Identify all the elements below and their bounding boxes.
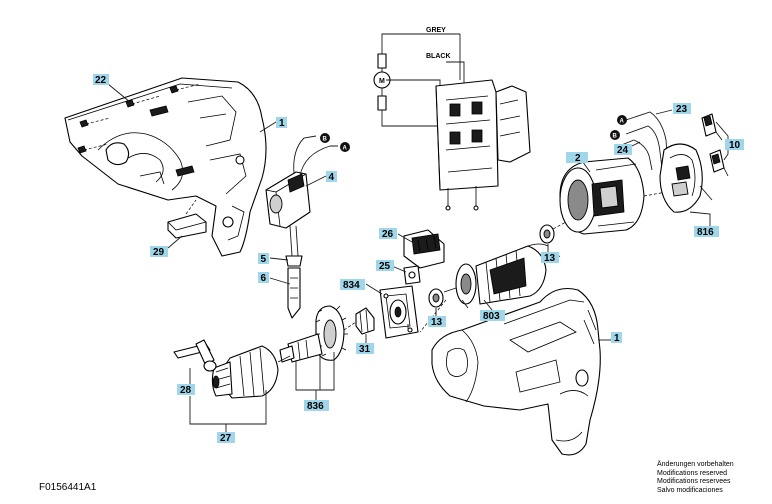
connector-a-upper: A xyxy=(340,142,350,152)
part-tag-13-top: 13 xyxy=(541,252,559,264)
svg-text:836: 836 xyxy=(307,401,324,412)
note-spanish: Salvo modificaciones xyxy=(657,486,723,494)
part-tag-10: 10 xyxy=(725,139,744,151)
svg-text:31: 31 xyxy=(359,344,371,355)
note-french: Modifications reservees xyxy=(657,478,731,486)
part-tag-1-housing-complete: 1 xyxy=(611,332,622,344)
svg-text:2: 2 xyxy=(575,153,581,164)
connector-b-upper: B xyxy=(320,133,330,143)
part-tag-2: 2 xyxy=(566,152,588,164)
svg-text:29: 29 xyxy=(153,247,165,258)
svg-text:A: A xyxy=(620,119,625,125)
connector-b-right: B xyxy=(610,130,620,140)
part-tag-836: 836 xyxy=(304,400,329,412)
chuck-key-drawing xyxy=(173,339,217,372)
housing-half-drawing xyxy=(64,77,267,257)
svg-text:13: 13 xyxy=(544,253,556,264)
svg-text:1: 1 xyxy=(614,333,620,344)
part-tag-25: 25 xyxy=(376,260,394,272)
svg-text:28: 28 xyxy=(180,385,192,396)
svg-text:B: B xyxy=(613,134,618,140)
svg-text:26: 26 xyxy=(382,229,394,240)
power-cord-drawing xyxy=(285,225,303,319)
wire-label-grey: GREY xyxy=(426,27,446,34)
part-tag-22: 22 xyxy=(93,74,109,86)
svg-text:834: 834 xyxy=(343,280,360,291)
pinion-drawing xyxy=(355,307,375,335)
housing-screws-drawing xyxy=(77,83,201,154)
svg-text:5: 5 xyxy=(261,254,267,265)
connector-a-right: A xyxy=(617,115,627,125)
part-tag-31: 31 xyxy=(356,343,374,355)
part-tag-5: 5 xyxy=(258,253,269,265)
gear-assembly-drawing xyxy=(279,305,357,363)
armature-drawing xyxy=(419,243,561,333)
svg-text:22: 22 xyxy=(95,75,107,86)
chuck-drawing xyxy=(211,345,291,399)
part-tag-4: 4 xyxy=(326,171,337,183)
bearing-top-drawing xyxy=(539,224,555,244)
svg-text:4: 4 xyxy=(329,172,335,183)
baffle-plate-drawing xyxy=(403,265,421,285)
drill-housing-drawing xyxy=(431,287,601,456)
part-tag-1-housing-half: 1 xyxy=(276,117,287,129)
svg-text:803: 803 xyxy=(483,311,500,322)
svg-text:10: 10 xyxy=(729,140,741,151)
part-tag-23: 23 xyxy=(673,103,691,115)
part-tag-834: 834 xyxy=(340,279,365,291)
note-english: Modifications reserved xyxy=(657,469,728,477)
wiring-schematic xyxy=(373,33,531,211)
switch-drawing xyxy=(265,135,338,229)
part-tag-27: 27 xyxy=(217,432,235,444)
note-german: Änderungen vorbehalten xyxy=(657,461,734,468)
bearing-lower-drawing xyxy=(428,288,444,308)
svg-text:1: 1 xyxy=(279,118,285,129)
part-tag-803: 803 xyxy=(480,310,505,322)
svg-text:A: A xyxy=(343,146,348,152)
brush-holder-drawing xyxy=(659,143,713,213)
part-tag-6: 6 xyxy=(258,272,269,284)
svg-text:24: 24 xyxy=(617,145,629,156)
switch-lever-drawing xyxy=(167,199,207,239)
svg-text:816: 816 xyxy=(697,227,714,238)
part-tag-29: 29 xyxy=(150,246,168,258)
modification-notes: Änderungen vorbehalten Modifications res… xyxy=(657,461,734,495)
part-tag-28: 28 xyxy=(177,384,195,396)
carbon-brushes-drawing xyxy=(701,113,729,177)
svg-text:27: 27 xyxy=(220,433,232,444)
part-tag-24: 24 xyxy=(614,144,632,156)
leader-lines xyxy=(107,83,729,432)
bearing-plate-drawing xyxy=(379,285,419,339)
motor-symbol-label: M xyxy=(379,78,385,85)
field-leads-drawing xyxy=(613,111,669,171)
svg-text:6: 6 xyxy=(261,273,267,284)
wire-label-black: BLACK xyxy=(426,53,451,60)
part-tag-13-lower: 13 xyxy=(428,316,446,328)
field-coil-drawing xyxy=(539,157,701,237)
svg-text:25: 25 xyxy=(379,261,391,272)
svg-text:13: 13 xyxy=(431,317,443,328)
svg-text:23: 23 xyxy=(676,104,688,115)
part-tag-26: 26 xyxy=(379,228,397,240)
part-tag-816: 816 xyxy=(694,226,719,238)
svg-text:B: B xyxy=(323,137,328,143)
brush-plate-drawing xyxy=(403,229,445,269)
document-code: F0156441A1 xyxy=(39,482,97,493)
